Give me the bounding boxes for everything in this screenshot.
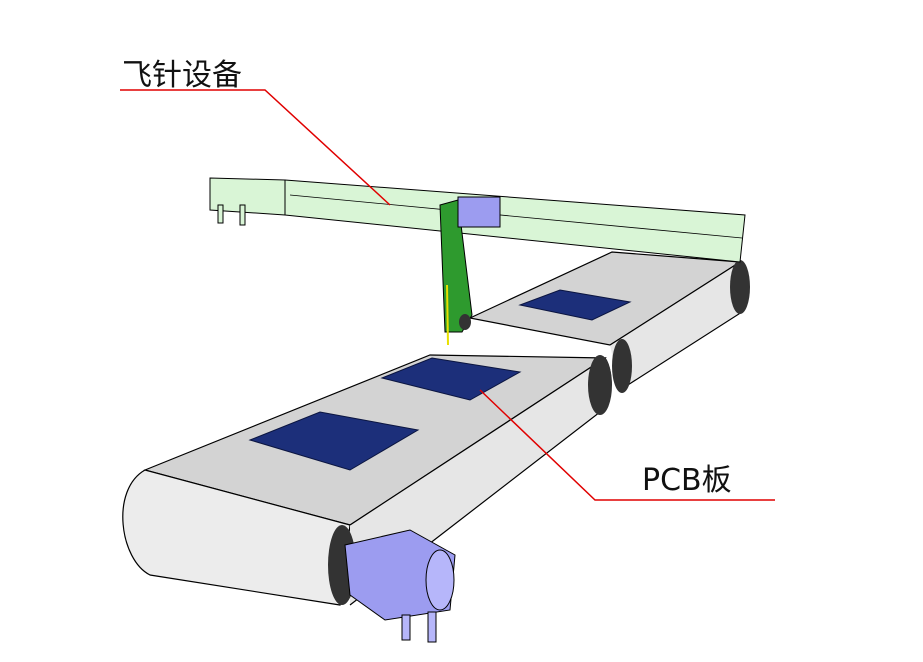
pcb-board-middle xyxy=(380,357,522,401)
pcb-label: PCB板 xyxy=(642,463,732,498)
probe-arm xyxy=(439,196,501,346)
pcb-board-rear xyxy=(518,289,632,321)
flying-probe-label: 飞针设备 xyxy=(122,58,242,93)
conveyor-motor xyxy=(344,529,456,643)
leader-line-flying-probe xyxy=(120,89,391,206)
pcb-board-front xyxy=(248,411,420,471)
leader-line-pcb xyxy=(479,389,775,501)
